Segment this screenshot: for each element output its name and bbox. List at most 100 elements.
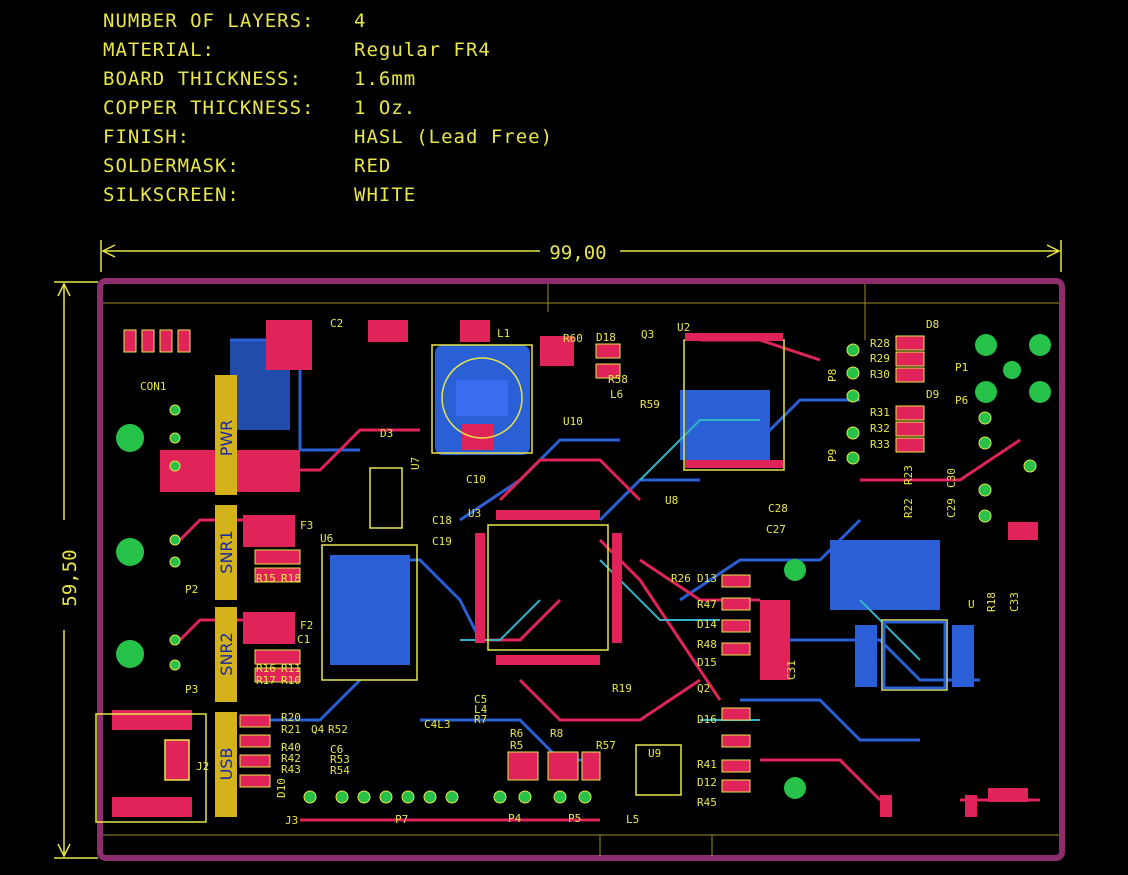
designator: P6	[955, 394, 968, 407]
designator: R32	[870, 422, 890, 435]
designator: R60	[563, 332, 583, 345]
designator: U10	[563, 415, 583, 428]
designator: R59	[640, 398, 660, 411]
designator: P9	[826, 449, 839, 462]
ic-u6	[321, 544, 418, 681]
pwr-label: PWR	[217, 420, 236, 457]
spec-key: BOARD THICKNESS:	[103, 68, 303, 90]
designator: P8	[826, 369, 839, 382]
designator: R57	[596, 739, 616, 752]
inductor-l1	[431, 344, 533, 454]
designator: C19	[432, 535, 452, 548]
rotated-designators: P8 P9 R23 R22 C30 C29 C33 R18 C31 U7 D10	[275, 369, 1021, 798]
u-pins	[855, 625, 974, 687]
spec-value: HASL (Lead Free)	[354, 126, 554, 148]
designator: L4	[474, 703, 488, 716]
designator: D3	[380, 427, 393, 440]
designator: Q3	[641, 328, 654, 341]
designator: U6	[320, 532, 333, 545]
spec-value: 1.6mm	[354, 68, 417, 90]
designator: J2	[196, 760, 209, 773]
designator: R29	[870, 352, 890, 365]
designator: C31	[785, 660, 798, 680]
designator: R11	[281, 662, 301, 675]
spec-key: MATERIAL:	[103, 39, 215, 61]
designator: C28	[768, 502, 788, 515]
designator: L1	[497, 327, 510, 340]
passive-components	[123, 329, 925, 793]
designator: R43	[281, 763, 301, 776]
designator: C18	[432, 514, 452, 527]
designator: R53	[330, 753, 350, 766]
designator: R22	[902, 498, 915, 518]
designator: P1	[955, 361, 968, 374]
designator: R8	[550, 727, 563, 740]
designator: D12	[697, 776, 717, 789]
width-dimension-label: 99,00	[549, 242, 606, 264]
spec-value: 4	[354, 10, 367, 32]
designator: R52	[328, 723, 348, 736]
usb-connector-j2	[95, 713, 207, 823]
snr2-label: SNR2	[217, 632, 236, 675]
designator: D8	[926, 318, 939, 331]
spec-key: SOLDERMASK:	[103, 155, 240, 177]
spec-key: NUMBER OF LAYERS:	[103, 10, 315, 32]
designator: R21	[281, 723, 301, 736]
designator: U2	[677, 321, 690, 334]
designator: C10	[466, 473, 486, 486]
designator: C33	[1008, 592, 1021, 612]
snr1-label: SNR1	[217, 530, 236, 573]
designator: R6	[510, 727, 523, 740]
designator: Q2	[697, 682, 710, 695]
designator: F3	[300, 519, 313, 532]
board-outline	[97, 278, 1065, 861]
designator: L5	[626, 813, 639, 826]
designator: R40	[281, 741, 301, 754]
designator: C4L3	[424, 718, 451, 731]
designator: D18	[596, 331, 616, 344]
header-pins	[169, 343, 1037, 804]
spec-key: SILKSCREEN:	[103, 184, 240, 206]
designator: D13	[697, 572, 717, 585]
ic-u9	[635, 744, 682, 796]
designator: P5	[568, 812, 581, 825]
designator: Q4	[311, 723, 325, 736]
designator: R10	[281, 674, 301, 687]
designator: R5	[510, 739, 523, 752]
designator: R7	[474, 713, 487, 726]
designator: C2	[330, 317, 343, 330]
designator: R33	[870, 438, 890, 451]
designator: C30	[945, 468, 958, 488]
height-dimension	[54, 281, 98, 859]
designator: L6	[610, 388, 623, 401]
designator: R19	[612, 682, 632, 695]
fabrication-specs: NUMBER OF LAYERS: 4 MATERIAL: Regular FR…	[0, 0, 700, 230]
designator: F2	[300, 619, 313, 632]
designator: D10	[275, 778, 288, 798]
designator: C1	[297, 633, 310, 646]
designator: R18	[281, 572, 301, 585]
designator: R16	[256, 662, 276, 675]
designator: D16	[697, 713, 717, 726]
ic-u7	[369, 467, 403, 529]
spec-value: RED	[354, 155, 392, 177]
designator: P3	[185, 683, 198, 696]
mounting-pads	[116, 334, 1051, 799]
spec-key: FINISH:	[103, 126, 191, 148]
designator: R15	[256, 572, 276, 585]
designator: R28	[870, 337, 890, 350]
spec-value: 1 Oz.	[354, 97, 417, 119]
designator: D14	[697, 618, 717, 631]
inner-keepout	[103, 284, 1059, 856]
height-dimension-label: 59,50	[59, 549, 81, 606]
designator: C5	[474, 693, 487, 706]
designator: R18	[985, 592, 998, 612]
designator: U3	[468, 507, 481, 520]
designator: D9	[926, 388, 939, 401]
designator: R23	[902, 465, 915, 485]
designator: P2	[185, 583, 198, 596]
designator: R31	[870, 406, 890, 419]
mcu-pins	[475, 510, 622, 665]
designator: U	[968, 598, 975, 611]
designator: R47	[697, 598, 717, 611]
